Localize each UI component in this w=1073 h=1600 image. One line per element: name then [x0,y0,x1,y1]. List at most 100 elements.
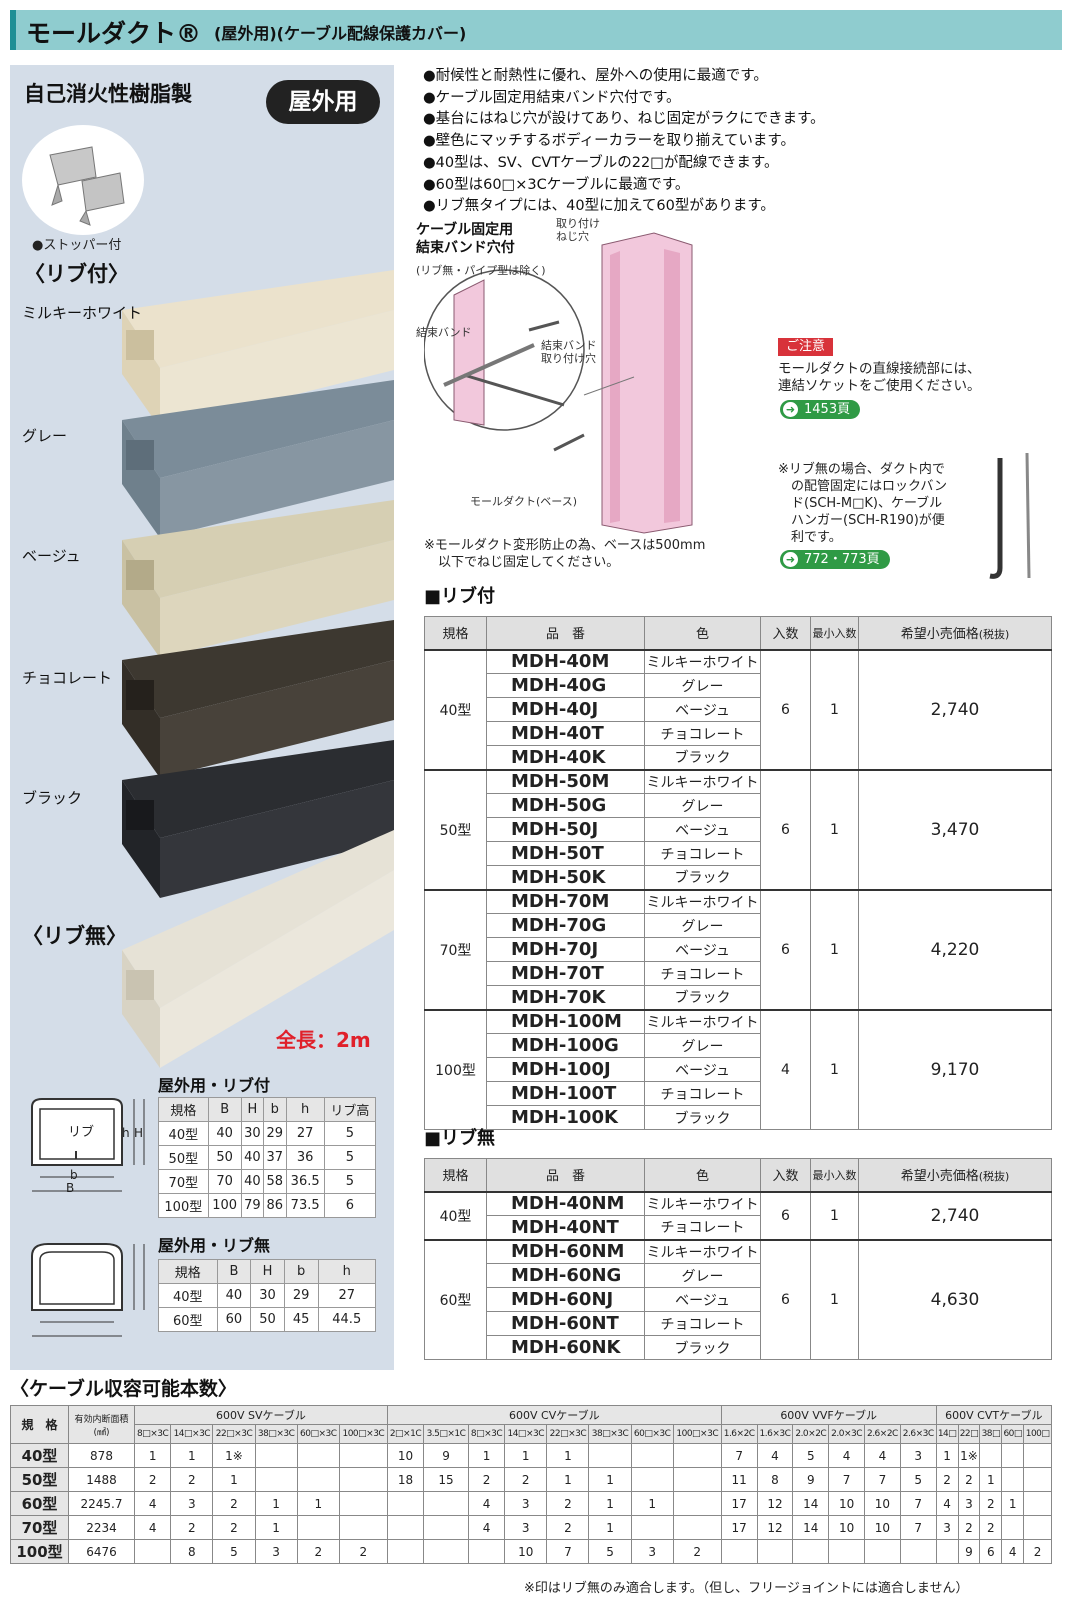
count-cell: 1 [546,1443,590,1468]
duct-beige [122,500,394,658]
cable-col-header: 2.6×3C [899,1424,937,1444]
count-cell: 5 [792,1443,830,1468]
count-cell: 4 [1001,1539,1025,1564]
count-cell: 9 [423,1443,469,1468]
product-code: MDH-40T [486,721,645,746]
color-cell: ブラック [644,865,761,890]
color-cell: ブラック [644,1105,761,1130]
count-cell [1023,1515,1052,1540]
count-cell: 2 [504,1467,548,1492]
count-cell: 1 [546,1467,590,1492]
count-cell: 3 [170,1491,214,1516]
product-subtitle: (屋外用)(ケーブル配線保護カバー) [214,24,467,43]
count-cell: 11 [720,1467,758,1492]
count-cell: 1 [504,1443,548,1468]
color-label-milky-white: ミルキーホワイト [22,304,143,322]
count-cell: 1 [935,1443,959,1468]
count-cell [1023,1467,1052,1492]
count-cell: 17 [720,1515,758,1540]
th-B: B [207,1097,242,1122]
count-cell [423,1539,469,1564]
count-cell: 7 [828,1467,865,1492]
page-ref-link[interactable]: ➜1453頁 [780,400,861,419]
installation-diagram [424,232,693,534]
count-cell: 1 [467,1443,506,1468]
page-ref-link[interactable]: ➜772・773頁 [780,550,890,569]
color-cell: チョコレート [644,961,761,986]
color-cell: ミルキーホワイト [644,1008,761,1034]
product-code: MDH-60NG [486,1263,645,1288]
count-cell: 2 [338,1539,388,1564]
product-code: MDH-100K [486,1105,645,1130]
count-cell: 4 [133,1491,172,1516]
count-cell [1023,1443,1052,1468]
table-header-row: 規格品 番色入数最小入数希望小売価格(税抜) [424,616,1052,650]
area-cell: 2234 [68,1515,135,1540]
count-cell: 7 [899,1515,937,1540]
cable-group-header: 600V VVFケーブル [720,1405,937,1425]
cable-col-header: 3.5□×1C [423,1424,469,1444]
count-cell: 7 [546,1539,590,1564]
cable-col-header: 14□×3C [170,1424,214,1444]
duct-black [122,740,394,898]
hanger-image [989,452,1031,579]
color-label-chocolate: チョコレート [22,669,113,687]
count-cell: 1 [588,1491,632,1516]
count-cell: 1※ [957,1443,981,1468]
count-cell: 14 [792,1491,830,1516]
count-cell: 10 [828,1491,865,1516]
count-cell: 2 [957,1467,981,1492]
count-cell: 10 [828,1515,865,1540]
count-cell [588,1443,632,1468]
cable-col-header: 8□×3C [467,1424,506,1444]
count-cell: 1※ [212,1443,256,1468]
outdoor-badge: 屋外用 [266,80,380,124]
norib-table-title: ■リブ無 [424,1128,496,1149]
cable-group-header: 600V SVケーブル [134,1405,388,1425]
size-cell: 70型 [10,1515,69,1540]
count-cell: 1 [588,1467,632,1492]
color-cell: ブラック [644,745,761,770]
count-cell: 1 [254,1515,298,1540]
count-cell: 5 [588,1539,632,1564]
color-cell: グレー [644,913,761,938]
count-cell: 2 [672,1539,722,1564]
area-cell: 6476 [68,1539,135,1564]
th-H: H [240,1097,265,1122]
min-qty-cell: 1 [810,1238,859,1360]
product-code: MDH-60NJ [486,1287,645,1312]
count-cell: 5 [212,1539,256,1564]
color-cell: ミルキーホワイト [644,888,761,914]
arrow-right-icon: ➜ [783,402,798,417]
count-cell: 15 [423,1467,469,1492]
size-cell: 100型 [424,1008,487,1130]
count-cell: 1 [296,1491,340,1516]
cable-col-header: 1.6×3C [756,1424,794,1444]
color-cell: ミルキーホワイト [644,1238,761,1264]
color-cell: チョコレート [644,1311,761,1336]
count-cell [467,1539,506,1564]
count-cell [672,1443,722,1468]
count-cell [979,1443,1003,1468]
diagram-title: ケーブル固定用結束バンド穴付 [416,222,515,256]
count-cell: 10 [504,1539,548,1564]
total-length: 全長：2m [276,1028,371,1052]
count-cell: 3 [630,1539,674,1564]
capacity-title: 〈ケーブル収容可能本数〉 [10,1378,237,1400]
cable-col-header: 22□ [957,1424,981,1444]
cable-col-header: 8□×3C [133,1424,172,1444]
cable-col-header: 2.0×3C [828,1424,865,1444]
count-cell [254,1467,298,1492]
